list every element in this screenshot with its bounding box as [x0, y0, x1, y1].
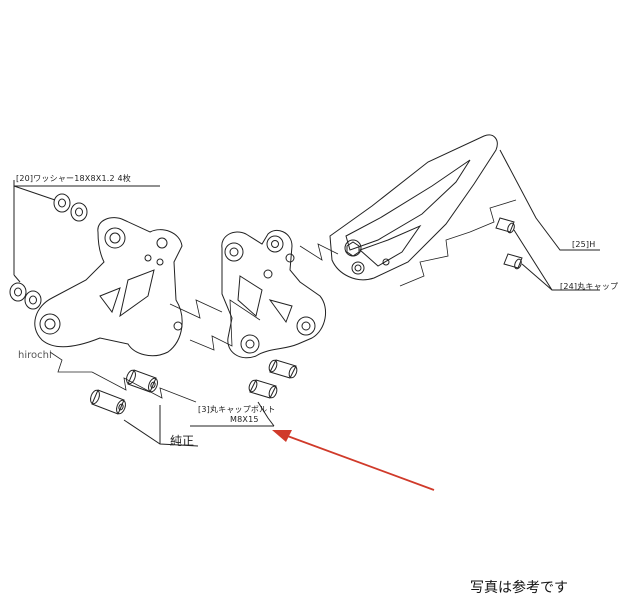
- watermark: hirochi: [18, 350, 52, 361]
- cap-bolt-leader: [257, 401, 275, 427]
- parts-diagram: [20]ワッシャー18X8X1.2 4枚 [3]丸キャップボルト M8X15 純…: [9, 134, 618, 596]
- guard-bolt-1: [495, 217, 515, 234]
- lower-washers: [9, 282, 42, 310]
- reference-caption: 写真は参考です: [470, 580, 568, 596]
- part25-leader: [499, 149, 600, 251]
- part25-label: [25]H: [572, 240, 596, 249]
- center-link: [221, 230, 327, 359]
- upper-washers: [53, 193, 88, 222]
- cap-bolt-label: [3]丸キャップボルト: [198, 405, 276, 414]
- diagram-svg: [9, 134, 600, 491]
- pointer-arrow: [272, 430, 435, 491]
- cap-bolt-1: [268, 359, 298, 379]
- part24-label: [24]丸キャップ: [560, 282, 618, 291]
- center-centerline: [189, 299, 261, 351]
- guard-centerline: [299, 243, 339, 261]
- oem-bolt-2: [90, 389, 126, 415]
- heel-guard: [329, 134, 498, 281]
- oem-bolt-1: [126, 369, 158, 393]
- left-bracket: [34, 217, 183, 357]
- oem-label: 純正: [170, 434, 195, 448]
- washer-label: [20]ワッシャー18X8X1.2 4枚: [16, 174, 132, 183]
- cap-bolt-size-label: M8X15: [230, 415, 259, 424]
- cap-bolt-2: [248, 379, 278, 399]
- drawing-lines: [9, 134, 600, 447]
- guard-bolt-2: [503, 253, 523, 270]
- left-centerline: [91, 371, 197, 403]
